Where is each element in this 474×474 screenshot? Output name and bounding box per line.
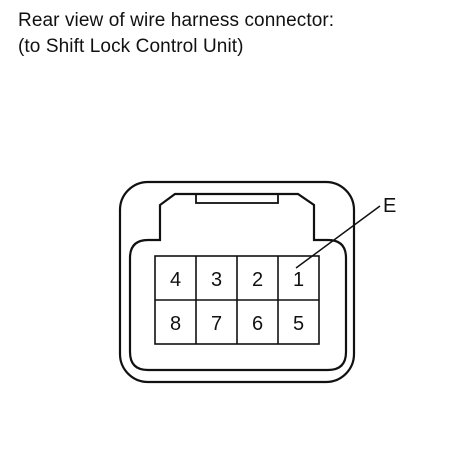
pin-label-6: 6 <box>252 313 263 335</box>
caption-line-2: (to Shift Lock Control Unit) <box>18 36 244 57</box>
callout-leader-line <box>295 205 381 269</box>
pin-label-5: 5 <box>293 313 304 335</box>
lock-tab <box>195 193 279 204</box>
connector-housing-outer <box>118 180 356 384</box>
callout-label-e: E <box>383 195 396 217</box>
pin-label-7: 7 <box>211 313 222 335</box>
pin-label-4: 4 <box>170 269 181 291</box>
pin-label-8: 8 <box>170 313 181 335</box>
pin-label-2: 2 <box>252 269 263 291</box>
pin-label-3: 3 <box>211 269 222 291</box>
caption-line-1: Rear view of wire harness connector: <box>18 10 335 31</box>
connector-housing-inner <box>128 192 348 372</box>
pin-label-1: 1 <box>293 269 304 291</box>
pin-grid <box>154 255 320 345</box>
